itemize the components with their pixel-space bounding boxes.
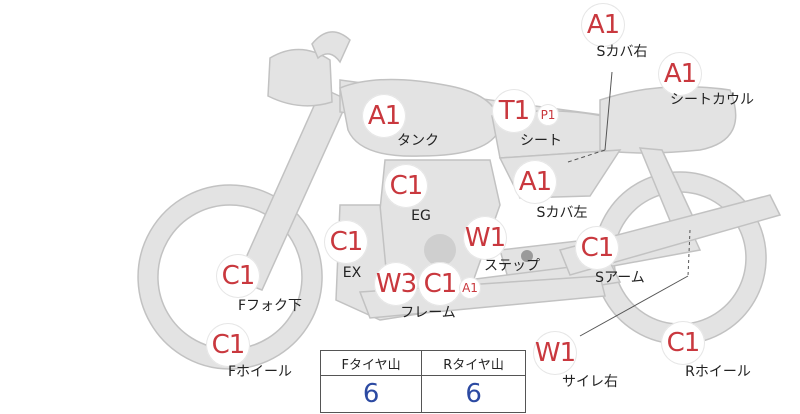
- front-fork-lower-badge: C1: [216, 254, 260, 298]
- frame-badge-c1: C1: [418, 262, 462, 306]
- frame-sub-badge: A1: [459, 277, 481, 299]
- seat-cowl-label: シートカウル: [670, 92, 754, 108]
- rear-tire-header: Rタイヤ山: [421, 350, 526, 376]
- seat-label: シート: [520, 133, 562, 149]
- tank-badge: A1: [362, 94, 406, 138]
- frame-label: フレーム: [400, 305, 456, 321]
- front-tire-value: 6: [319, 375, 423, 413]
- rear-tire-value: 6: [421, 375, 526, 413]
- s-cover-left-label: Sカバ左: [536, 205, 588, 221]
- step-badge: W1: [463, 216, 507, 260]
- handlebar: [311, 31, 351, 64]
- engine-badge: C1: [384, 164, 428, 208]
- swing-arm-badge: C1: [575, 226, 619, 270]
- front-wheel-label: Fホイール: [227, 364, 293, 380]
- tank-label: タンク: [397, 133, 439, 149]
- rear-wheel-badge: C1: [661, 321, 705, 365]
- muffler-right-badge: W1: [533, 331, 577, 375]
- s-cover-right-label: Sカバ右: [596, 44, 648, 60]
- seat-cowl-shape: [599, 85, 737, 154]
- seat-sub-badge: P1: [537, 104, 559, 126]
- tire-tread-table: Fタイヤ山 Rタイヤ山 6 6: [319, 350, 526, 413]
- s-cover-right-badge: A1: [581, 3, 625, 47]
- exhaust-label: EX: [342, 265, 362, 281]
- rear-wheel-label: Rホイール: [685, 364, 751, 380]
- exhaust-badge: C1: [324, 220, 368, 264]
- s-cover-left-badge: A1: [513, 160, 557, 204]
- front-tire-header: Fタイヤ山: [319, 350, 423, 376]
- swing-arm-label: Sアーム: [595, 270, 645, 286]
- frame-lower: [358, 275, 606, 319]
- front-wheel-badge: C1: [206, 323, 250, 367]
- engine-label: EG: [411, 208, 431, 224]
- seat-badge: T1: [492, 89, 536, 133]
- muffler-right-label: サイレ右: [562, 374, 618, 390]
- seat-cowl-badge: A1: [658, 52, 702, 96]
- frame-badge-w3: W3: [374, 262, 418, 306]
- headlight: [267, 48, 333, 107]
- front-fork-lower-label: Fフォク下: [237, 298, 303, 314]
- step-label: ステップ: [484, 258, 540, 274]
